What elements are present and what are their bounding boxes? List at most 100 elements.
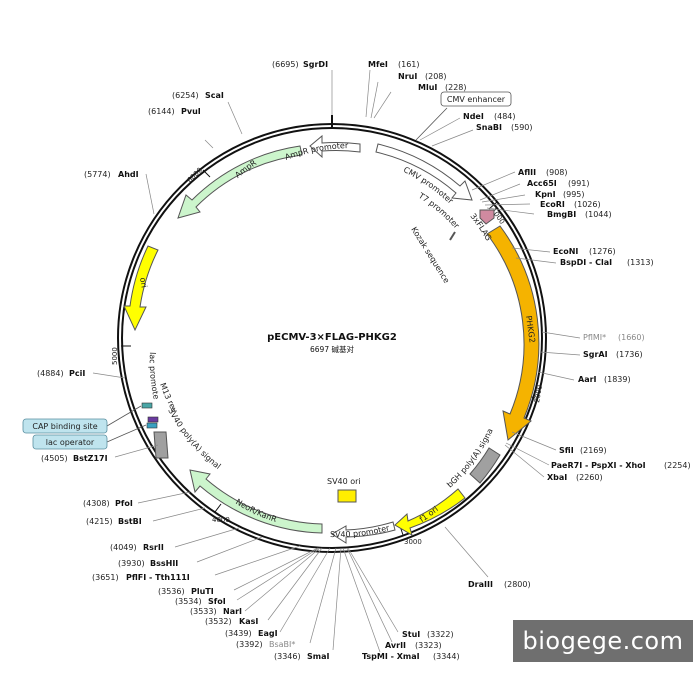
site-pos-smai: (3346) — [274, 652, 301, 661]
site-pos-sfii: (2169) — [580, 446, 607, 455]
site-name-kpni: KpnI — [535, 190, 556, 199]
site-name-nrui: NruI — [398, 72, 417, 81]
tick-label-3000: 3000 — [404, 538, 422, 546]
kozak-label: Kozak sequence — [409, 225, 451, 285]
site-pos-aari: (1839) — [604, 375, 631, 384]
site-pos-sgrai: (1736) — [616, 350, 643, 359]
cap-site-label: CAP binding site — [32, 422, 97, 431]
site-pos-pvui: (6144) — [148, 107, 175, 116]
site-pos-tspmi-xmai: (3344) — [433, 652, 460, 661]
cap-site-box — [22, 418, 108, 434]
sv40-ori-block — [337, 489, 357, 503]
site-name-bstz17i: BstZ17I — [73, 454, 108, 463]
flag-arrow — [479, 209, 495, 225]
site-pos-mfei: (161) — [398, 60, 420, 69]
site-name-rsrii: RsrII — [143, 543, 164, 552]
plasmid-title: pECMV-3×FLAG-PHKG2 — [267, 332, 397, 343]
site-pos-avrii: (3323) — [415, 641, 442, 650]
site-pos-kasi: (3532) — [205, 617, 232, 626]
site-pos-bsshii: (3930) — [118, 559, 145, 568]
sv40-promoter-label: SV40 promoter — [330, 523, 391, 539]
lac-operator-box — [32, 434, 108, 450]
site-pos-nrui: (208) — [425, 72, 447, 81]
site-pos-scai: (6254) — [172, 91, 199, 100]
site-pos-rsrii: (4049) — [110, 543, 137, 552]
site-name-bmgbi: BmgBI — [547, 210, 576, 219]
site-name-snabi: SnaBI — [476, 123, 502, 132]
site-pos-xbai: (2260) — [576, 473, 603, 482]
site-name-nari: NarI — [223, 607, 242, 616]
site-name-mfei: MfeI — [368, 60, 388, 69]
kozak-mark — [449, 231, 456, 241]
site-name-acc65i: Acc65I — [527, 179, 557, 188]
site-pos-pflmi: (1660) — [618, 333, 645, 342]
site-name-eagi: EagI — [258, 629, 278, 638]
bgh-polya-block — [469, 447, 501, 484]
phkg2-arrow — [486, 225, 540, 441]
ori-arrow — [123, 245, 159, 332]
site-pos-pcii: (4884) — [37, 369, 64, 378]
site-labels: (6695) SgrDI MfeI (161) NruI (208) MluI … — [37, 60, 691, 661]
m13-rev-mark — [147, 416, 159, 423]
site-pos-sgrdi: (6695) — [272, 60, 299, 69]
site-pos-mlui: (228) — [445, 83, 467, 92]
watermark-logo: biogege.com — [513, 620, 693, 662]
site-leader-lines — [92, 69, 581, 653]
site-pos-paer7i: (2254) — [664, 461, 691, 470]
site-name-bsabi: BsaBI* — [269, 640, 295, 649]
site-pos-acc65i: (991) — [568, 179, 590, 188]
site-name-sgrai: SgrAI — [583, 350, 608, 359]
sv40-ori-label: SV40 ori — [327, 477, 361, 486]
site-name-xbai: XbaI — [547, 473, 567, 482]
site-name-avrii: AvrII — [385, 641, 406, 650]
site-pos-sfoi: (3534) — [175, 597, 202, 606]
ampr-promoter-arrow — [309, 134, 361, 159]
site-pos-kpni: (995) — [563, 190, 585, 199]
site-pos-bmgbi: (1044) — [585, 210, 612, 219]
site-name-draiii: DraIII — [468, 580, 493, 589]
site-name-stui: StuI — [402, 630, 420, 639]
site-name-bstbi: BstBI — [118, 517, 142, 526]
ori-label: ori — [138, 277, 149, 289]
site-name-ndei: NdeI — [463, 112, 484, 121]
site-pos-snabi: (590) — [511, 123, 533, 132]
cap-site-mark — [141, 402, 153, 409]
svg-text:SV40 poly(A) signal: SV40 poly(A) signal — [166, 407, 222, 471]
phkg2-label: PHKG2 — [524, 315, 537, 343]
site-name-scai: ScaI — [205, 91, 224, 100]
site-pos-eagi: (3439) — [225, 629, 252, 638]
site-name-pfoi: PfoI — [115, 499, 133, 508]
site-name-ahdi: AhdI — [118, 170, 139, 179]
cmv-promoter-arrow — [375, 143, 473, 201]
site-name-bspdi-clai: BspDI - ClaI — [560, 258, 612, 267]
plasmid-size: 6697 碱基对 — [310, 344, 354, 354]
site-pos-stui: (3322) — [427, 630, 454, 639]
site-name-sgrdi: SgrDI — [303, 60, 328, 69]
svg-text:SV40 promoter: SV40 promoter — [330, 523, 391, 539]
site-pos-pflfi: (3651) — [92, 573, 119, 582]
sv40-promoter-arrow — [331, 521, 396, 544]
site-pos-bsabi: (3392) — [236, 640, 263, 649]
site-pos-nari: (3533) — [190, 607, 217, 616]
lac-operator-mark — [146, 422, 158, 429]
site-pos-bspdi-clai: (1313) — [627, 258, 654, 267]
site-pos-draiii: (2800) — [504, 580, 531, 589]
neor-kanr-arrow — [189, 469, 323, 534]
sv40-polya-block — [153, 431, 169, 459]
cmv-enhancer-box — [440, 91, 512, 107]
site-pos-aflii: (908) — [546, 168, 568, 177]
site-pos-bstbi: (4215) — [86, 517, 113, 526]
site-name-pcii: PciI — [69, 369, 85, 378]
tick-label-4000: 4000 — [212, 516, 230, 524]
ampr-arrow — [177, 145, 303, 219]
tick-label-2000: 2000 — [533, 384, 544, 403]
site-pos-econi: (1276) — [589, 247, 616, 256]
site-name-pvui: PvuI — [181, 107, 201, 116]
site-name-sfoi: SfoI — [208, 597, 226, 606]
tick-label-5000: 5000 — [111, 347, 119, 365]
site-name-aflii: AflII — [518, 168, 536, 177]
site-name-pluti: PluTI — [191, 587, 214, 596]
site-pos-pluti: (3536) — [158, 587, 185, 596]
lac-promoter-label: lac promoter — [0, 0, 161, 400]
